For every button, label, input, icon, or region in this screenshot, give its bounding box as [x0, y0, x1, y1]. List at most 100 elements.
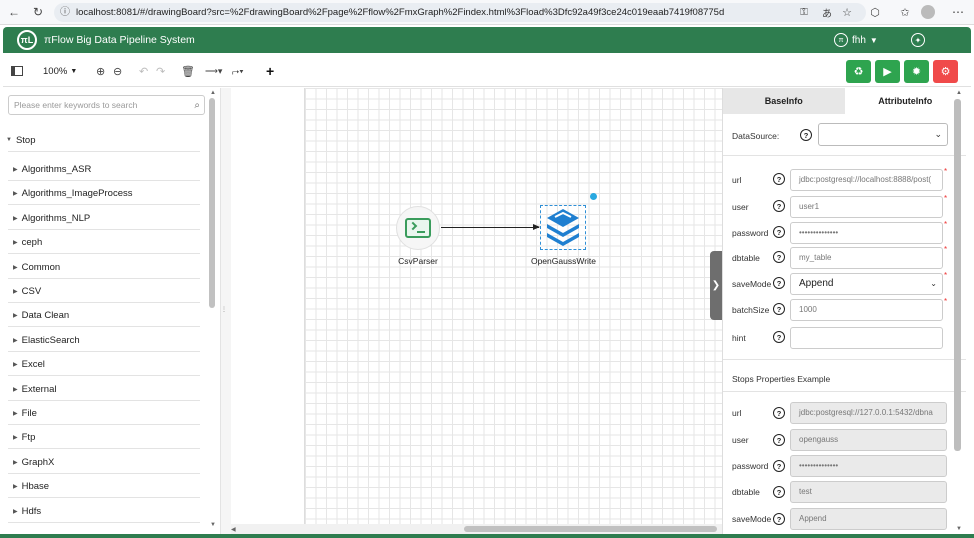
- field-value: jdbc:postgresql://localhost:8888/post(: [799, 175, 932, 184]
- scroll-down-icon[interactable]: ▼: [956, 526, 962, 532]
- run-button[interactable]: ▶: [875, 60, 900, 83]
- scroll-up-icon[interactable]: ▲: [210, 90, 216, 96]
- tree-group[interactable]: ▶Algorithms_ImageProcess: [13, 188, 133, 199]
- divider: [8, 472, 200, 474]
- hint-input[interactable]: [790, 327, 943, 349]
- tree-group[interactable]: ▶Data Clean: [13, 310, 69, 321]
- profile-icon[interactable]: [919, 3, 937, 21]
- user-menu[interactable]: π fhh ▼: [834, 31, 878, 49]
- help-icon[interactable]: ?: [773, 331, 785, 343]
- key-icon[interactable]: ⚿: [800, 6, 808, 18]
- help-icon[interactable]: ?: [773, 486, 785, 498]
- back-icon[interactable]: ←: [8, 5, 20, 19]
- debug-button[interactable]: ✹: [904, 60, 929, 83]
- password-input[interactable]: ••••••••••••••: [790, 222, 943, 244]
- tree-group[interactable]: ▶ceph: [13, 237, 42, 248]
- tree-group[interactable]: ▶External: [13, 384, 56, 395]
- opengauss-icon: [547, 209, 579, 246]
- tree-group[interactable]: ▶Algorithms_ASR: [13, 164, 91, 175]
- scroll-left-icon[interactable]: ◀: [231, 527, 236, 533]
- field-label: url: [732, 175, 742, 185]
- help-icon[interactable]: ?: [773, 251, 785, 263]
- scrollbar[interactable]: [209, 98, 215, 308]
- more-menu-icon[interactable]: ⋯: [952, 5, 964, 19]
- tree-group[interactable]: ▶GraphX: [13, 457, 54, 468]
- divider: [8, 253, 200, 255]
- extensions-icon[interactable]: ⬡: [870, 6, 880, 19]
- node-label: OpenGaussWrite: [530, 256, 597, 266]
- help-icon[interactable]: ?: [800, 129, 812, 141]
- zoom-select[interactable]: 100%▼: [43, 65, 78, 77]
- user-input[interactable]: user1: [790, 196, 943, 218]
- field-value: test: [799, 487, 812, 496]
- help-icon[interactable]: ?: [773, 513, 785, 525]
- help-icon[interactable]: ?: [773, 200, 785, 212]
- bookmark-star-icon[interactable]: ☆: [842, 6, 852, 19]
- recycle-button[interactable]: ♻: [846, 60, 871, 83]
- connection-style-icon[interactable]: ⟶▾: [205, 65, 223, 76]
- terminal-icon: [405, 218, 431, 238]
- help-icon[interactable]: ?: [773, 460, 785, 472]
- search-icon[interactable]: ⌕: [194, 100, 200, 111]
- tree-group[interactable]: ▶Ftp: [13, 432, 35, 443]
- settings-button[interactable]: ⚙: [933, 60, 958, 83]
- horizontal-scrollbar[interactable]: ◀: [231, 524, 722, 534]
- waypoint-style-icon[interactable]: ⮣▾: [232, 65, 244, 76]
- add-icon[interactable]: +: [266, 63, 275, 79]
- help-icon[interactable]: ?: [773, 434, 785, 446]
- reload-icon[interactable]: ↻: [32, 5, 44, 19]
- canvas-grid[interactable]: [304, 88, 722, 524]
- translate-icon[interactable]: あ: [822, 8, 832, 20]
- tree-group[interactable]: ▶Hdfs: [13, 506, 41, 517]
- tab-attributeinfo[interactable]: AttributeInfo: [844, 88, 966, 114]
- field-value: user1: [799, 202, 820, 211]
- node-csvparser[interactable]: [396, 206, 440, 250]
- scrollbar-thumb[interactable]: [464, 526, 717, 532]
- sidebar-toggle-icon[interactable]: [10, 64, 24, 78]
- tree-group[interactable]: ▶File: [13, 408, 37, 419]
- tree-group[interactable]: ▶Algorithms_NLP: [13, 213, 90, 224]
- panel-splitter[interactable]: ⋮: [221, 88, 231, 534]
- search-input[interactable]: Please enter keywords to search ⌕: [8, 95, 205, 115]
- collapse-panel-button[interactable]: ❯: [710, 251, 722, 320]
- site-info-icon[interactable]: ⓘ: [60, 7, 70, 18]
- batchSize-input[interactable]: 1000: [790, 299, 943, 321]
- tree-group[interactable]: ▶CSV: [13, 286, 41, 297]
- tree-group[interactable]: ▶Hbase: [13, 481, 49, 492]
- help-icon[interactable]: ?: [773, 303, 785, 315]
- scroll-down-icon[interactable]: ▼: [210, 522, 216, 528]
- help-icon[interactable]: ?: [773, 277, 785, 289]
- tab-baseinfo[interactable]: BaseInfo: [723, 88, 845, 114]
- selection-handle[interactable]: [590, 193, 597, 200]
- globe-icon[interactable]: ✦: [911, 33, 925, 47]
- favorites-icon[interactable]: ✩: [900, 6, 910, 19]
- drawing-canvas[interactable]: [231, 88, 722, 524]
- chevron-down-icon: ⌄: [930, 279, 937, 288]
- help-icon[interactable]: ?: [773, 407, 785, 419]
- divider: [8, 448, 200, 450]
- url-input[interactable]: jdbc:postgresql://localhost:8888/post(: [790, 169, 943, 191]
- scroll-up-icon[interactable]: ▲: [956, 90, 962, 96]
- scrollbar[interactable]: [954, 99, 961, 451]
- tree-root-stop[interactable]: ▼Stop: [6, 135, 36, 146]
- datasource-select[interactable]: ⌄: [818, 123, 948, 146]
- tree-group[interactable]: ▶Common: [13, 262, 60, 273]
- node-opengausswrite[interactable]: [540, 205, 586, 250]
- zoom-in-icon[interactable]: ⊕: [96, 65, 106, 78]
- tree-group[interactable]: ▶ElasticSearch: [13, 335, 80, 346]
- help-icon[interactable]: ?: [773, 226, 785, 238]
- undo-icon[interactable]: ↶: [139, 65, 149, 78]
- delete-icon[interactable]: 🗑: [181, 65, 195, 78]
- redo-icon[interactable]: ↷: [156, 65, 166, 78]
- tree-group-label: ceph: [21, 237, 43, 249]
- properties-panel: BaseInfo AttributeInfo DataSource: ? ⌄ u…: [722, 88, 966, 534]
- address-bar[interactable]: ⓘ localhost:8081/#/drawingBoard?src=%2Fd…: [54, 3, 866, 22]
- tree-group[interactable]: ▶Excel: [13, 359, 45, 370]
- flow-edge[interactable]: [441, 227, 539, 228]
- zoom-out-icon[interactable]: ⊖: [113, 65, 123, 78]
- dbtable-input[interactable]: my_table: [790, 247, 943, 269]
- help-icon[interactable]: ?: [773, 173, 785, 185]
- saveMode-input[interactable]: Append⌄: [790, 273, 943, 295]
- field-label: hint: [732, 333, 746, 343]
- splitter-handle[interactable]: ⋮: [221, 307, 227, 313]
